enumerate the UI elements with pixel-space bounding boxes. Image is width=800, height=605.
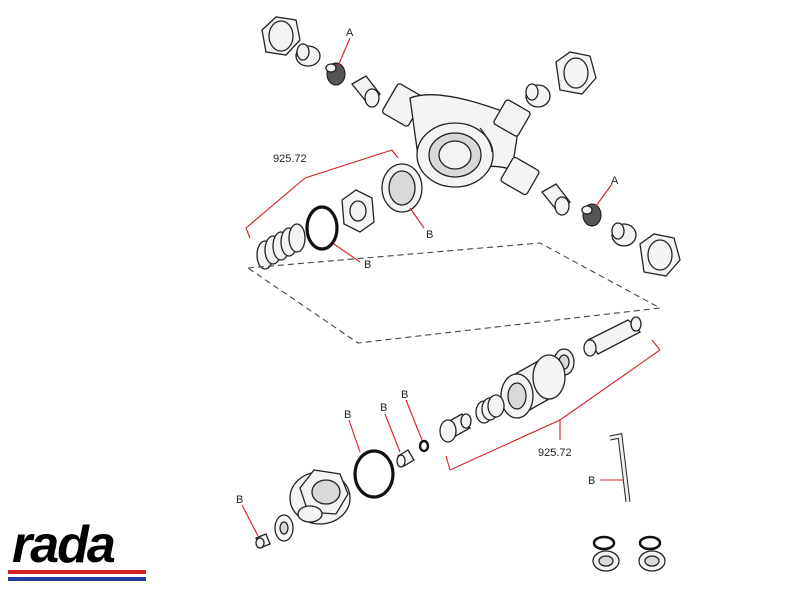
- check-valve-right: [541, 183, 571, 216]
- svg-text:B: B: [364, 259, 371, 271]
- svg-text:B: B: [236, 494, 243, 506]
- serrated-washer: [274, 514, 294, 542]
- rada-logo: rada: [8, 516, 146, 581]
- svg-text:B: B: [380, 402, 387, 414]
- callout-b-small-oring: B: [401, 389, 423, 441]
- callout-b-oring-upper: B: [333, 243, 371, 271]
- inlet-nut-right: [639, 233, 681, 277]
- svg-text:B: B: [344, 409, 351, 421]
- spare-washer-left: [592, 535, 620, 572]
- cover-cap: [289, 469, 351, 525]
- valve-body: [381, 83, 540, 196]
- callout-b-screw: B: [236, 494, 259, 537]
- svg-text:B: B: [401, 389, 408, 401]
- outlet-nut-right-upper: [555, 51, 597, 95]
- kit-bracket-upper: [245, 149, 399, 239]
- spare-washer-right: [638, 535, 666, 572]
- hex-key: [609, 433, 631, 503]
- olive-right-lower: [611, 222, 637, 247]
- kit-label-upper: 925.72: [273, 153, 307, 165]
- callout-a-right: A: [595, 175, 619, 207]
- spring-lower: [475, 394, 505, 424]
- inlet-nut-left: [261, 16, 301, 56]
- svg-text:rada: rada: [12, 516, 115, 574]
- seal-ring-upper: [381, 163, 423, 213]
- thermostatic-element-upper: [341, 189, 375, 233]
- small-oring: [418, 439, 430, 453]
- strainer-filter-left: [325, 62, 346, 86]
- oring-upper: [305, 205, 339, 251]
- svg-text:A: A: [346, 27, 354, 39]
- kit-bracket-lower: [445, 339, 661, 471]
- pin: [396, 449, 415, 468]
- callout-b-seal-ring: B: [409, 207, 433, 241]
- oring-lower: [353, 449, 395, 499]
- svg-text:B: B: [426, 229, 433, 241]
- strainer-filter-right: [581, 203, 602, 227]
- kit-label-lower: 925.72: [538, 447, 572, 459]
- cartridge-body: [500, 354, 566, 419]
- svg-text:A: A: [611, 175, 619, 187]
- dashed-assembly-outline: [246, 242, 662, 344]
- check-valve-left: [351, 75, 381, 108]
- olive-left: [295, 43, 321, 67]
- callout-a-top: A: [337, 27, 354, 67]
- screw: [255, 533, 271, 549]
- callout-b-oring-lower: B: [344, 409, 361, 453]
- olive-right-upper: [525, 83, 551, 108]
- spring-upper: [256, 223, 306, 270]
- callout-b-hex-key: B: [588, 475, 624, 487]
- svg-text:B: B: [588, 475, 595, 487]
- piston: [439, 413, 472, 443]
- callout-b-pin: B: [380, 402, 401, 453]
- spindle: [583, 316, 642, 357]
